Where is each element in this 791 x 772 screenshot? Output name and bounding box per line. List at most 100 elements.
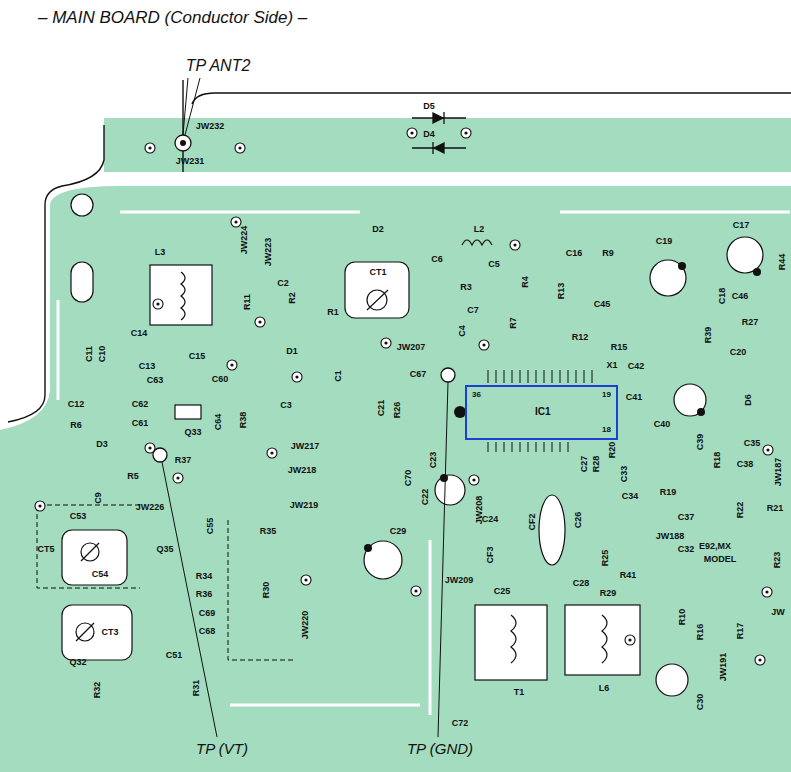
part-label: C68 [199, 627, 216, 636]
part-label: CT5 [37, 545, 54, 554]
part-label: C63 [147, 376, 164, 385]
part-label: C17 [733, 221, 750, 230]
part-label: R30 [262, 582, 271, 599]
part-label: Q32 [69, 658, 86, 667]
test-point [441, 368, 455, 382]
part-label: L6 [599, 684, 610, 693]
part-label: C33 [620, 466, 629, 483]
part-label: R12 [572, 333, 589, 342]
diode-symbol [412, 112, 466, 154]
part-label: R9 [602, 249, 614, 258]
part-label: C10 [98, 346, 107, 363]
part-label: C11 [85, 346, 94, 362]
part-label: JW188 [656, 532, 685, 541]
test-point-label: TP ANT2 [186, 58, 251, 74]
board-title: – MAIN BOARD (Conductor Side) – [38, 9, 307, 26]
part-label: C25 [494, 587, 511, 596]
part-label: C27 [580, 456, 589, 473]
part-label: D6 [744, 394, 753, 406]
part-label: R17 [736, 623, 745, 640]
part-label: C4 [458, 325, 467, 337]
part-label: R36 [196, 590, 213, 599]
part-label: C13 [139, 362, 156, 371]
part-label: C14 [131, 329, 148, 338]
part-label: D4 [423, 130, 435, 139]
part-label: C7 [467, 306, 479, 315]
part-label: R27 [742, 318, 759, 327]
part-label: JW209 [445, 576, 474, 585]
part-label: C15 [189, 352, 206, 361]
part-label: C35 [744, 439, 761, 448]
pin-number: 36 [472, 391, 481, 399]
part-label: C62 [132, 400, 149, 409]
mounting-hole [71, 194, 93, 216]
part-label: JW231 [176, 157, 205, 166]
part-label: C32 [678, 545, 695, 554]
part-label: C70 [404, 470, 413, 487]
part-label: R39 [704, 327, 713, 344]
leader-line [162, 78, 448, 737]
coil-symbol [150, 265, 640, 680]
part-label: C51 [166, 651, 183, 660]
part-label: R31 [192, 680, 201, 697]
part-label: Q35 [156, 545, 173, 554]
part-label: R3 [460, 283, 472, 292]
part-label: C12 [68, 400, 85, 409]
part-label: R20 [608, 442, 617, 459]
part-label: X1 [606, 361, 617, 370]
ic-outline: 3619IC118 [465, 385, 618, 440]
part-label: R11 [243, 294, 252, 310]
part-label: JW218 [288, 466, 317, 475]
part-label: C19 [656, 237, 673, 246]
solder-pad [35, 128, 773, 665]
part-label: R2 [288, 292, 297, 304]
part-label: R13 [557, 283, 566, 300]
part-label: C16 [566, 249, 583, 258]
part-label: CF2 [528, 513, 537, 530]
part-label: JW224 [240, 226, 249, 255]
part-label: C40 [654, 420, 671, 429]
copper-strip [104, 118, 791, 172]
part-label: JW219 [290, 501, 319, 510]
part-label: Q33 [184, 428, 201, 437]
pin-number: 19 [602, 391, 611, 399]
trimmer-symbol [62, 262, 409, 660]
part-label: C9 [94, 492, 103, 504]
test-point [175, 135, 191, 151]
part-label: C41 [626, 393, 643, 402]
capacitor-outline [364, 237, 763, 696]
part-label: T1 [514, 688, 525, 697]
part-label: C30 [696, 694, 705, 711]
part-label: C21 [377, 400, 386, 417]
part-label: JW191 [719, 653, 728, 682]
part-label: JW187 [774, 458, 783, 487]
test-point [153, 448, 167, 462]
part-label: E92,MX [699, 542, 731, 551]
part-label: C60 [212, 375, 229, 384]
part-label: CT3 [101, 628, 118, 637]
pad-hole [38, 131, 769, 661]
part-label: C46 [732, 292, 749, 301]
test-point-label: TP (GND) [407, 741, 473, 756]
part-label: R15 [611, 343, 628, 352]
part-label: C34 [622, 492, 639, 501]
part-label: C69 [199, 609, 216, 618]
part-label: JW [771, 608, 785, 617]
part-label: JW207 [397, 343, 426, 352]
part-label: R29 [600, 589, 617, 598]
copper-area [0, 186, 791, 772]
part-label: R6 [70, 421, 82, 430]
part-label: C23 [429, 452, 438, 469]
part-label: C6 [431, 255, 443, 264]
part-label: R5 [127, 472, 139, 481]
part-label: C55 [206, 518, 215, 535]
part-label: C20 [730, 348, 747, 357]
part-label: C29 [390, 527, 407, 536]
part-label: JW217 [291, 442, 320, 451]
part-label: R16 [696, 624, 705, 641]
part-label: C22 [421, 489, 430, 506]
trace-gaps [58, 212, 790, 715]
part-label: R19 [660, 488, 677, 497]
part-label: R44 [778, 254, 787, 271]
